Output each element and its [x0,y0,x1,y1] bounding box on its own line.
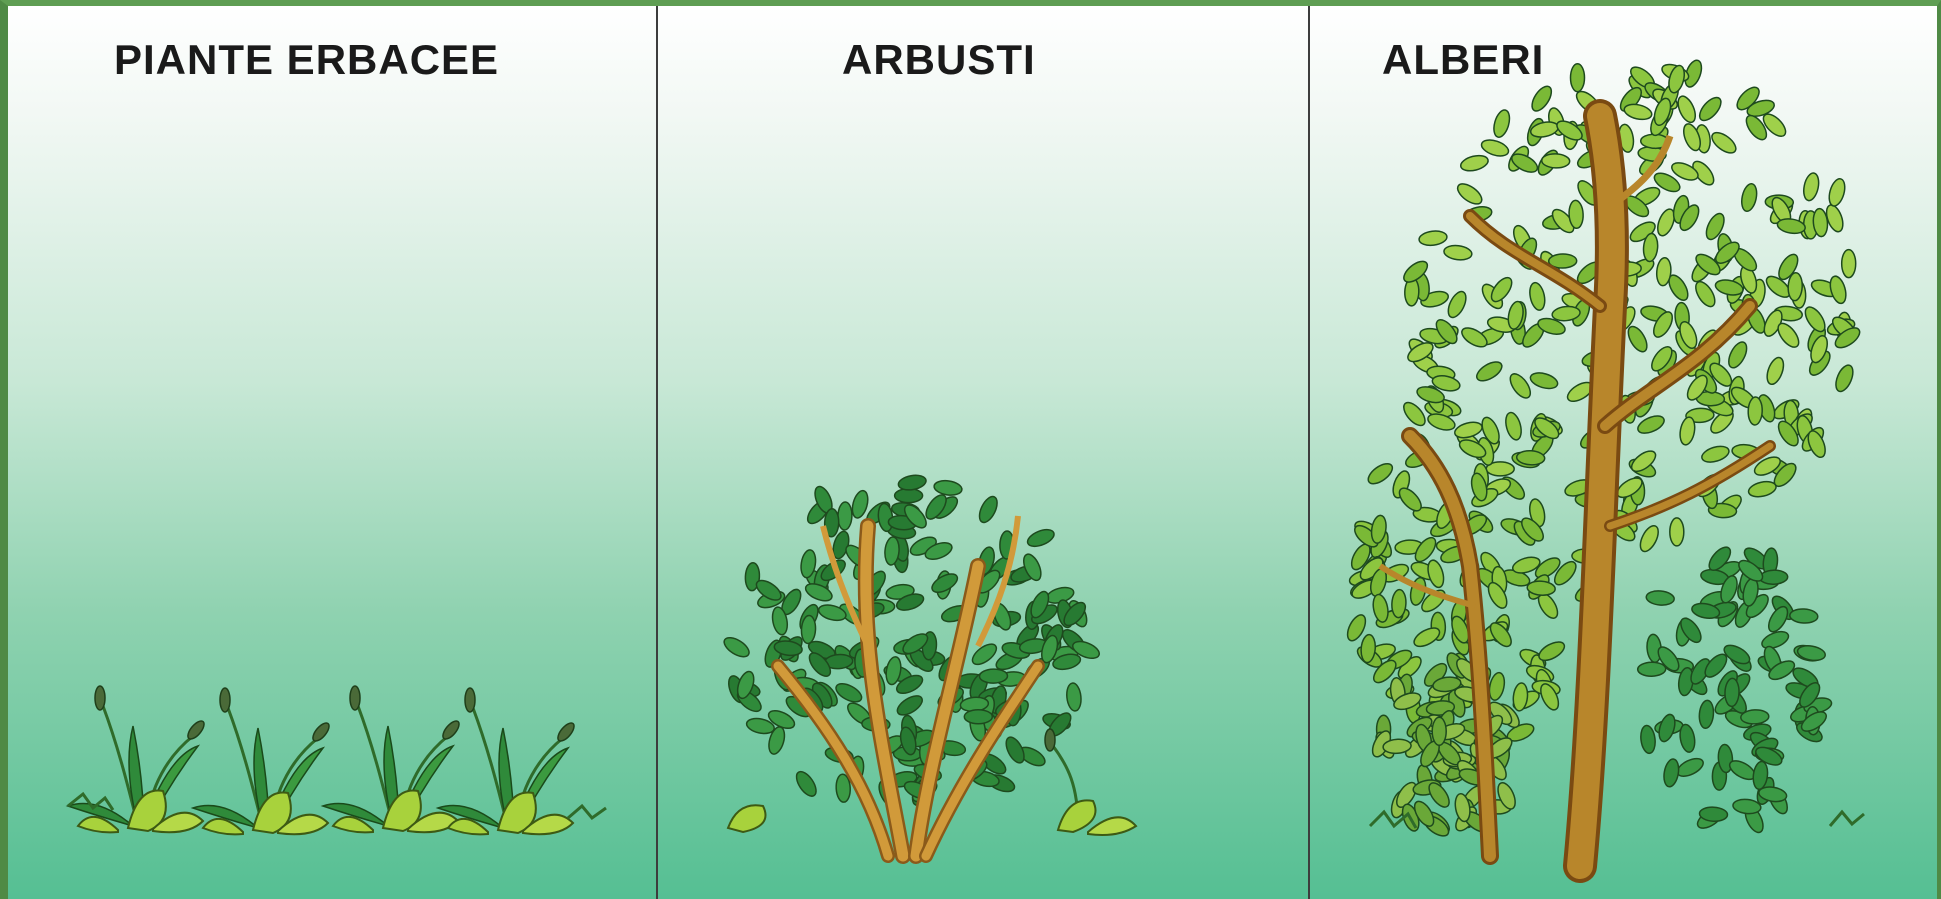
leaf [837,502,852,530]
leaf [1571,64,1585,92]
herbaceous-plants-illustration [8,6,656,899]
leaf [1371,593,1390,623]
leaf [1025,526,1056,549]
leaf [1506,370,1534,401]
leaf [1675,94,1699,125]
leaf [1725,339,1750,370]
shrub-leaves [721,473,1102,809]
leaf [895,489,923,503]
leaf [1826,177,1847,208]
leaf [721,634,752,661]
leaf [1796,644,1826,663]
leaf [1646,590,1675,606]
leaf [1747,479,1777,499]
shrub-illustration [658,6,1308,899]
leaf [793,768,820,799]
leaf [1637,523,1662,554]
leaf [976,494,1001,525]
leaf [1623,102,1653,122]
leaf [1678,416,1697,446]
leaf [1065,682,1082,711]
leaf [1474,358,1505,384]
leaf [1445,289,1470,320]
leaf [969,640,1000,668]
leaf [1692,279,1719,310]
leaf [1432,717,1446,745]
panel-trees: ALBERI [1310,6,1937,899]
leaf [1459,324,1490,350]
leaf [1625,323,1651,354]
leaf [1700,443,1731,465]
leaf [1656,713,1678,744]
leaf [1832,363,1856,394]
leaf [1696,94,1725,124]
leaf [1748,397,1763,425]
leaf [1639,725,1656,754]
leaf [1759,570,1787,585]
leaf [933,479,963,497]
leaf [1670,518,1684,546]
leaf [1789,608,1818,623]
leaf [1698,700,1714,729]
leaf [1453,420,1484,441]
panel-shrubs: ARBUSTI [658,6,1308,899]
leaf [1828,274,1849,305]
leaf [1536,638,1567,664]
leaf [894,692,925,719]
leaf [1418,230,1447,247]
leaf [1725,678,1740,706]
leaf [1528,281,1548,311]
leaf [1774,320,1802,351]
leaf [1764,355,1787,386]
leaf [1459,153,1490,173]
leaf [897,473,927,492]
panel-herbaceous-plants: PIANTE ERBACEE [8,6,656,899]
leaf [1425,558,1446,589]
leaf [1678,723,1697,753]
leaf [1529,370,1560,391]
tree-illustration [1310,6,1937,899]
grass-clump-3 [323,686,462,832]
leaf [1411,624,1442,650]
grass-clump-2 [193,688,332,834]
leaf [1842,250,1856,278]
leaf [1638,662,1666,676]
grass-clump-4 [438,688,577,834]
leaf [1801,172,1821,202]
leaf [979,669,1007,683]
leaf [964,710,992,724]
leaf [1801,304,1828,335]
grass-clump-1 [68,686,207,832]
leaf [1739,182,1759,212]
leaf [1365,460,1396,488]
leaf [1662,758,1681,788]
leaf [1541,153,1569,168]
leaf [1454,180,1485,208]
leaf [1651,96,1673,127]
leaf [1503,411,1524,442]
leaf [1491,108,1512,139]
leaf [1400,399,1429,429]
leaf [1443,244,1472,261]
leaf [1709,129,1740,157]
leaf [1396,484,1425,514]
